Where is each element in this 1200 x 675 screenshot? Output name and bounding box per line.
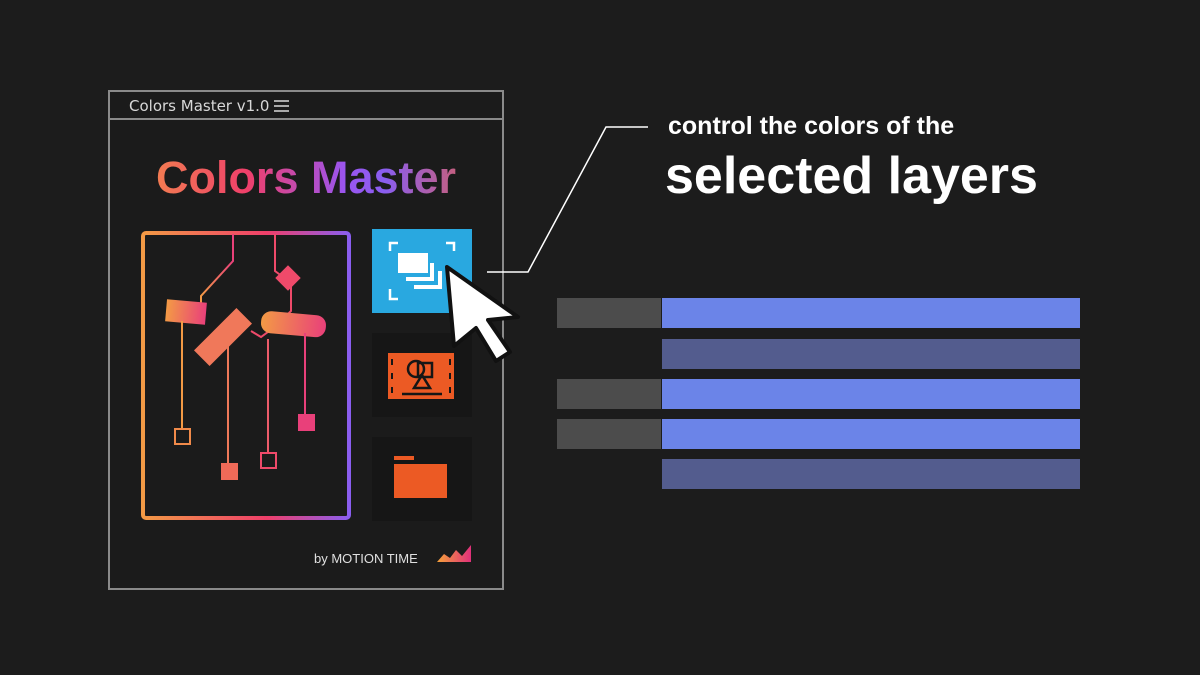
callout-text-line1: control the colors of the (668, 112, 955, 140)
app-heading: Colors Master (110, 152, 502, 204)
hamburger-icon[interactable] (274, 100, 289, 115)
folder-button[interactable] (372, 437, 472, 521)
film-shapes-icon (388, 353, 454, 399)
layers-select-icon (388, 241, 456, 301)
motion-time-logo (437, 545, 471, 562)
layer-bar[interactable] (662, 419, 1080, 449)
callout-text-line2: selected layers (665, 147, 1038, 205)
mouse-cursor-icon (445, 265, 520, 363)
layer-selected-tab (557, 298, 661, 328)
layer-bar[interactable] (662, 298, 1080, 328)
panel-titlebar: Colors Master v1.0 (110, 92, 502, 120)
layer-bar[interactable] (662, 379, 1080, 409)
colors-master-illustration (141, 231, 351, 520)
credit-text: by MOTION TIME (314, 551, 418, 566)
layer-bar[interactable] (662, 459, 1080, 489)
layer-selected-tab (557, 419, 661, 449)
panel-title: Colors Master v1.0 (129, 97, 270, 115)
folder-icon (394, 456, 447, 498)
layer-bar[interactable] (662, 339, 1080, 369)
layer-selected-tab (557, 379, 661, 409)
